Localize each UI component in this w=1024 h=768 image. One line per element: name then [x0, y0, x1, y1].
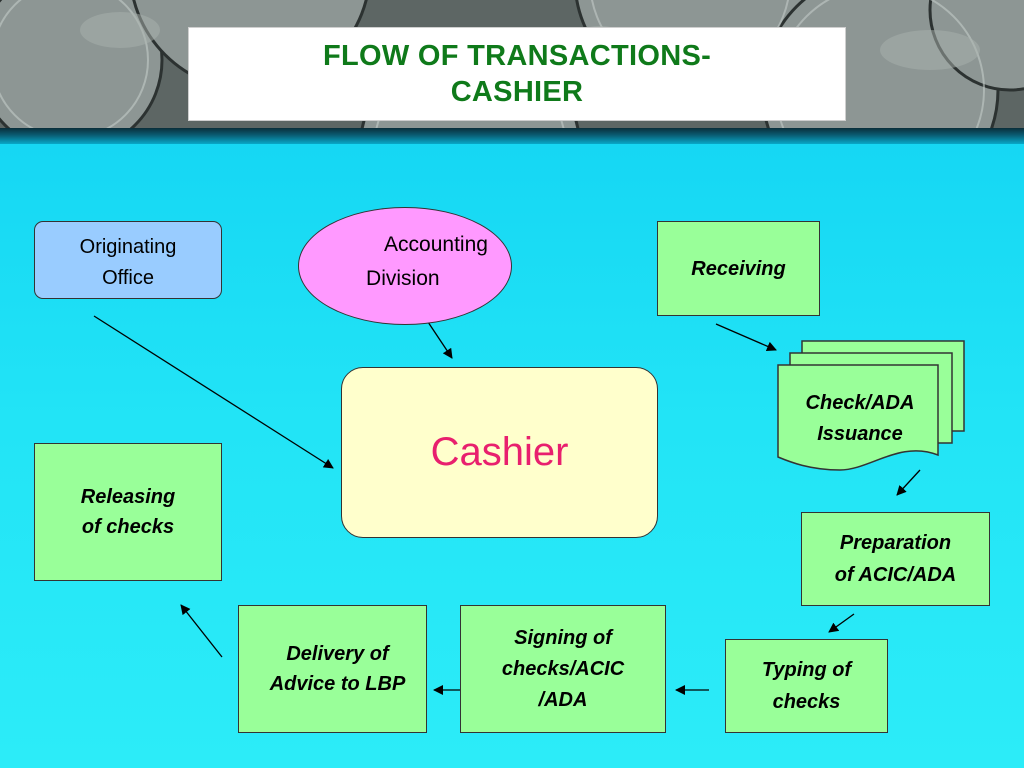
title-box: FLOW OF TRANSACTIONS- CASHIER [188, 27, 846, 121]
signing-line-2: checks/ACIC [501, 657, 625, 680]
preparation-line-1: Preparation [839, 532, 952, 554]
delivery-box: Delivery of Advice to LBP [238, 605, 427, 733]
check-ada-line-2: Issuance [817, 423, 903, 445]
receiving-box: Receiving [657, 221, 820, 316]
check-ada-issuance-label: Check/ADA Issuance [780, 388, 940, 450]
receiving-label: Receiving [691, 258, 786, 280]
arrow-issuance-to-preparation [896, 469, 921, 496]
preparation-line-2: of ACIC/ADA [834, 564, 957, 586]
arrow-preparation-to-typing [828, 613, 855, 633]
preparation-box: Preparation of ACIC/ADA [801, 512, 990, 606]
title-line-2: CASHIER [450, 76, 584, 108]
typing-line-2: checks [772, 691, 841, 713]
releasing-line-2: of checks [81, 516, 175, 538]
originating-line-2: Office [102, 267, 154, 289]
cashier-box: Cashier [341, 367, 658, 538]
arrow-delivery-to-releasing [180, 604, 223, 658]
header-divider-band [0, 128, 1024, 144]
check-ada-line-1: Check/ADA [805, 392, 915, 414]
cashier-label: Cashier [430, 430, 569, 474]
delivery-line-2: Advice to LBP [269, 673, 406, 695]
releasing-box: Releasing of checks [34, 443, 222, 581]
typing-line-1: Typing of [761, 659, 852, 681]
check-ada-document-stack [777, 340, 965, 471]
arrow-accounting-to-cashier [427, 321, 453, 359]
accounting-division-ellipse: Accounting Division [298, 207, 512, 325]
arrow-originating-to-cashier [93, 315, 334, 469]
signing-line-1: Signing of [514, 626, 612, 649]
accounting-line-1: Accounting [384, 233, 488, 256]
signing-line-3: /ADA [538, 688, 588, 711]
originating-office-box: Originating Office [34, 221, 222, 299]
originating-line-1: Originating [79, 236, 177, 258]
releasing-line-1: Releasing [80, 486, 176, 508]
typing-box: Typing of checks [725, 639, 888, 733]
accounting-line-2: Division [366, 267, 440, 290]
delivery-line-1: Delivery of [286, 643, 389, 665]
arrow-receiving-to-issuance [715, 323, 777, 352]
signing-box: Signing of checks/ACIC /ADA [460, 605, 666, 733]
title-line-1: FLOW OF TRANSACTIONS- [322, 40, 712, 72]
slide-title: FLOW OF TRANSACTIONS- CASHIER [217, 38, 817, 110]
